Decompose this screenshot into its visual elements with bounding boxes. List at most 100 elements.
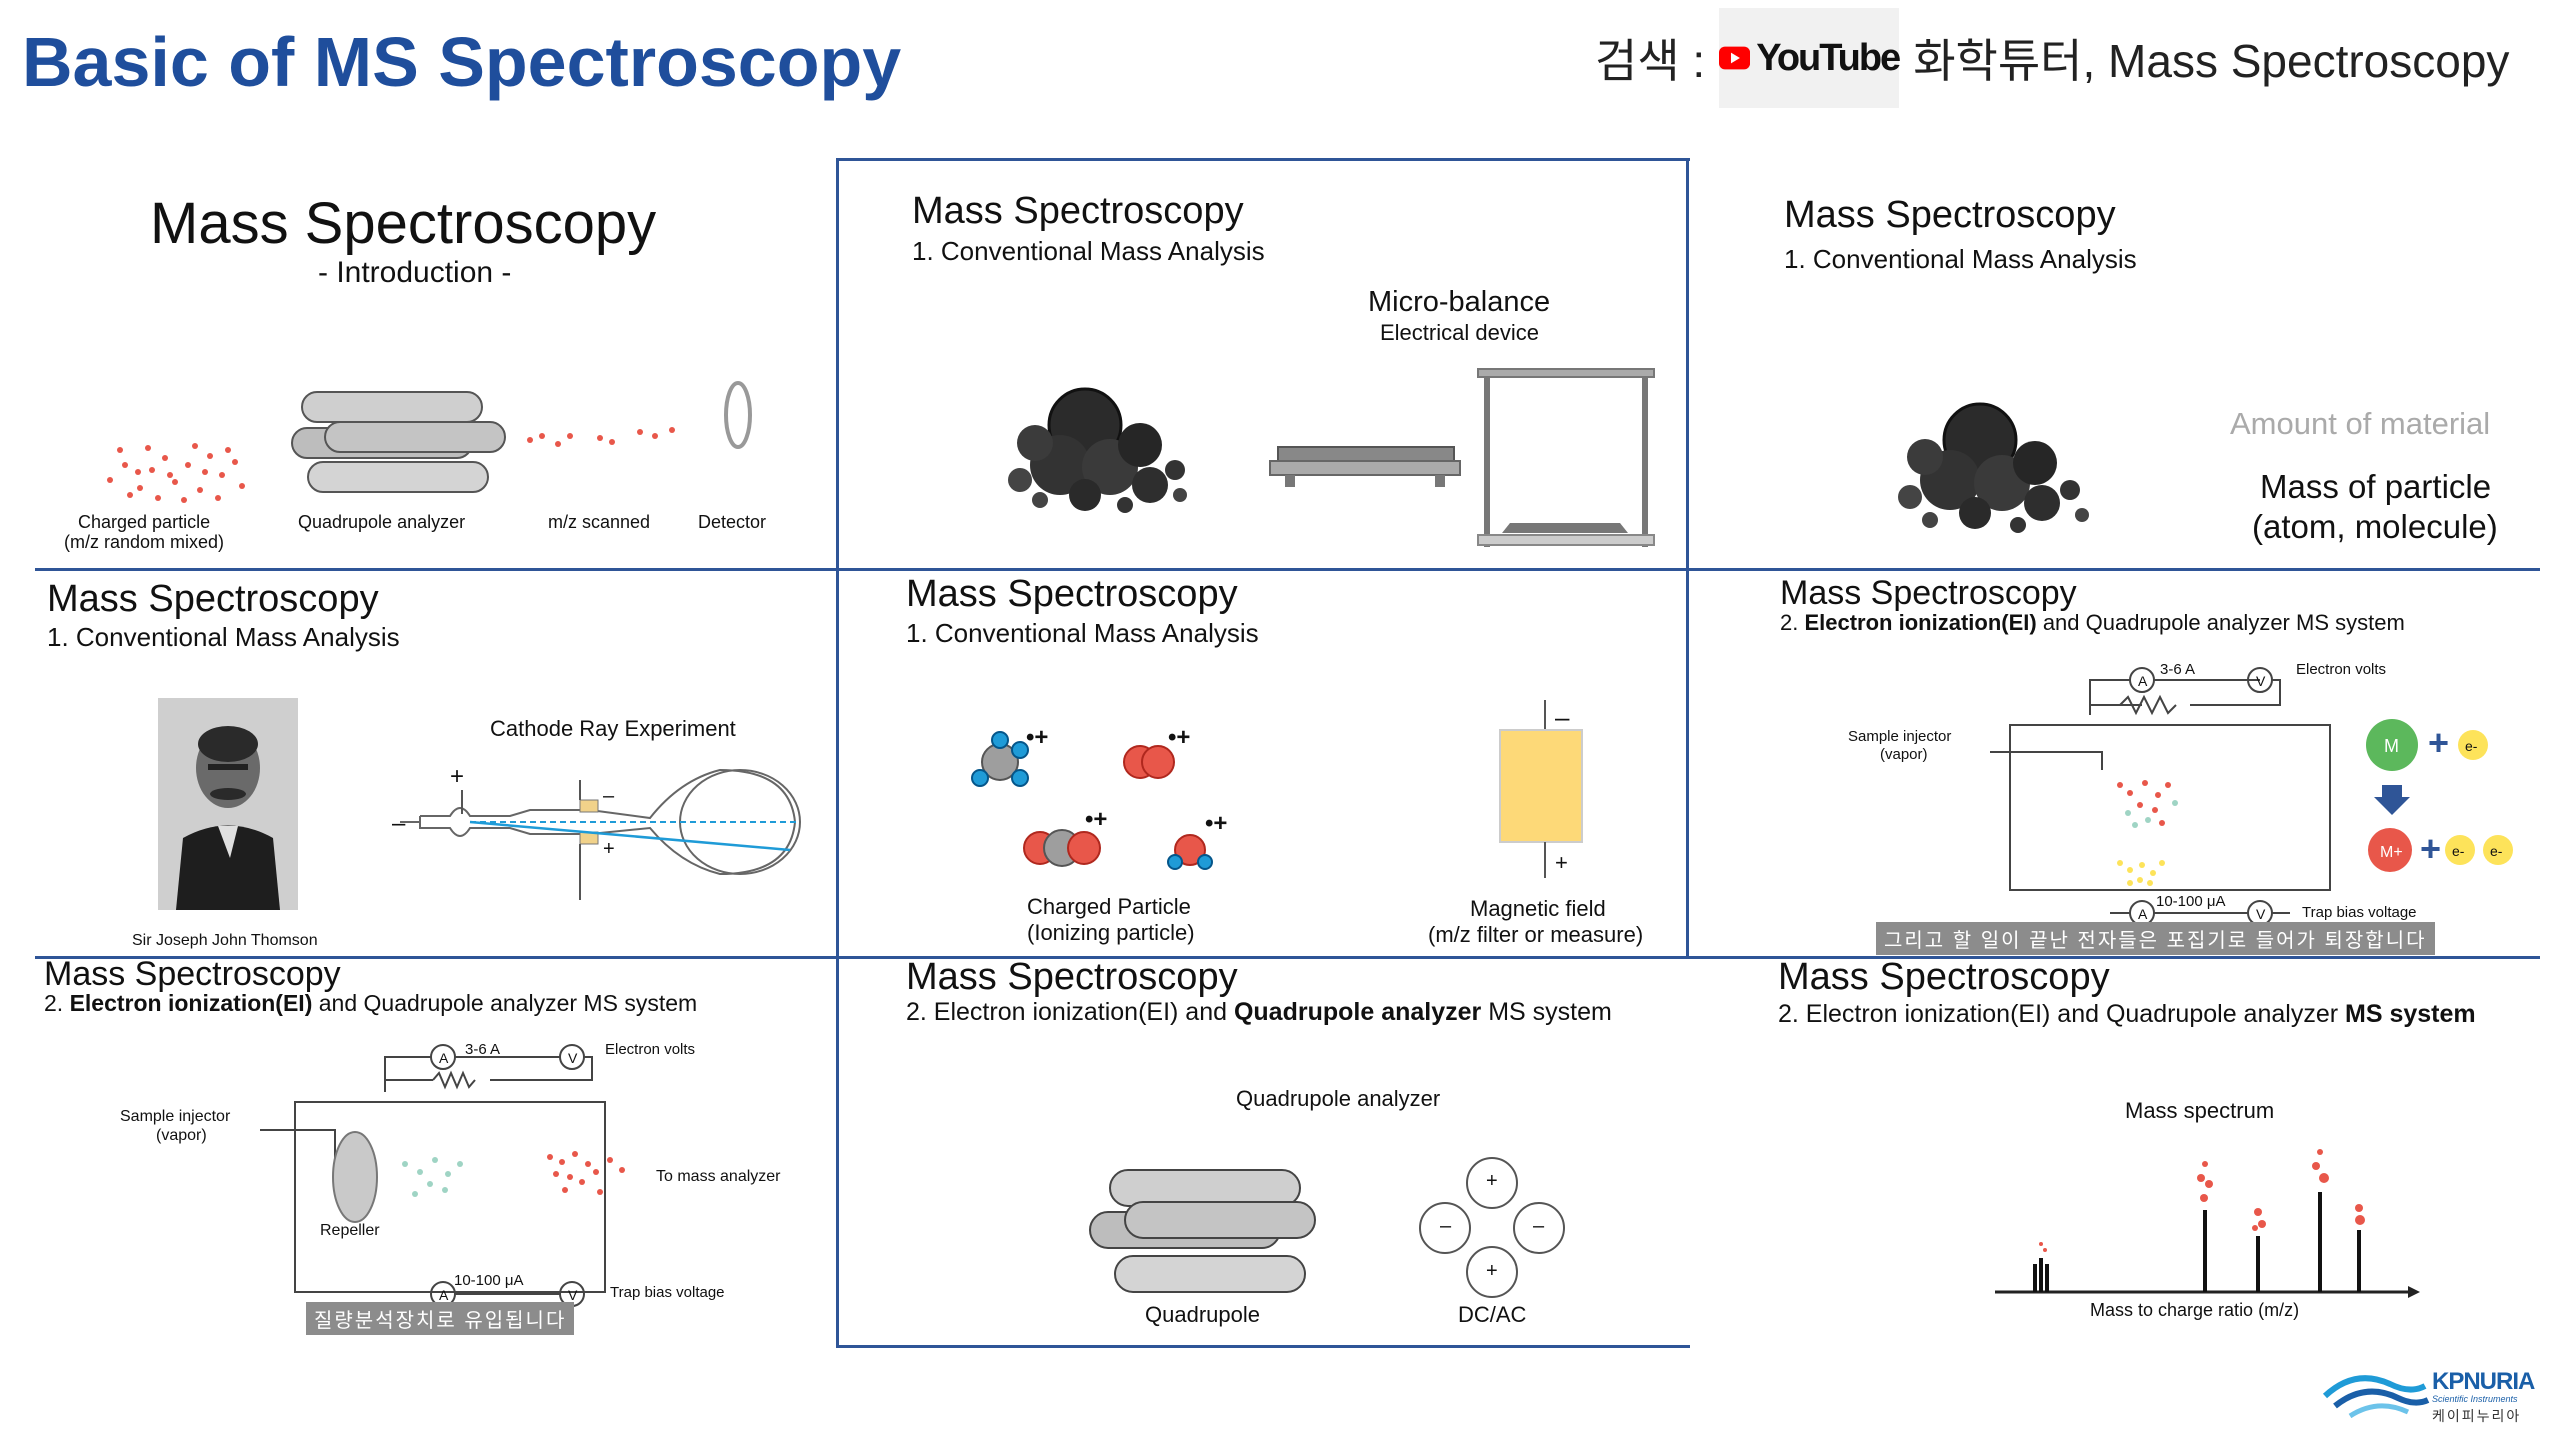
electron bbox=[2445, 835, 2475, 865]
svg-text:e-: e- bbox=[2465, 738, 2478, 754]
cathode-plus-label: + bbox=[450, 763, 465, 790]
divider-line bbox=[35, 568, 2540, 571]
label-microamp: 10-100 μA bbox=[2156, 893, 2226, 910]
plate-minus-label: – bbox=[603, 785, 615, 807]
divider-line bbox=[35, 956, 2540, 959]
divider-line bbox=[836, 1345, 1690, 1348]
magnet-minus-label: – bbox=[1555, 702, 1570, 732]
divider-line bbox=[836, 158, 839, 1348]
label-mass-of-particle: Mass of particle bbox=[2260, 468, 2492, 505]
label-micro-balance: Micro-balance bbox=[1368, 286, 1551, 318]
search-terms: 화학튜터, Mass Spectroscopy bbox=[1913, 35, 2510, 87]
kpnuria-wave-icon bbox=[2322, 1375, 2430, 1419]
molecule-4 bbox=[1167, 834, 1213, 870]
label-amp: 3-6 A bbox=[465, 1041, 501, 1058]
label-electron-volts: Electron volts bbox=[605, 1041, 696, 1058]
subtitle-prefix: 2. Electron ionization(EI) and Quadrupol… bbox=[1778, 1000, 2345, 1028]
logo-korean: 케이피누리아 bbox=[2432, 1408, 2522, 1424]
label-atom-molecule: (atom, molecule) bbox=[2252, 508, 2498, 545]
panel7-title: Mass Spectroscopy bbox=[44, 955, 341, 993]
thomson-portrait bbox=[158, 698, 298, 910]
molecule-3 bbox=[1023, 829, 1101, 867]
subtitle-bold: Electron ionization(EI) bbox=[69, 990, 313, 1016]
svg-text:e-: e- bbox=[2490, 843, 2503, 859]
electron bbox=[2483, 835, 2513, 865]
molecule-m bbox=[2366, 719, 2418, 771]
panel9-subtitle: 2. Electron ionization(EI) and Quadrupol… bbox=[1778, 1000, 2476, 1029]
svg-text:+: + bbox=[2428, 722, 2449, 763]
svg-text:V: V bbox=[568, 1287, 578, 1303]
label-repeller: Repeller bbox=[320, 1222, 380, 1239]
ion-mark-3: •+ bbox=[1085, 806, 1108, 833]
panel2-subtitle: 1. Conventional Mass Analysis bbox=[912, 236, 1265, 266]
ionization-cloud bbox=[2117, 780, 2178, 886]
label-mz-scanned: m/z scanned bbox=[548, 512, 651, 532]
subtitle-rest: and Quadrupole analyzer MS system bbox=[2036, 610, 2405, 635]
label-trap-bias: Trap bias voltage bbox=[2302, 904, 2417, 921]
rod-minus-left: – bbox=[1440, 1215, 1452, 1237]
divider-line bbox=[838, 158, 1690, 161]
micro-balance-enclosure bbox=[1477, 368, 1655, 547]
svg-text:V: V bbox=[2256, 906, 2266, 922]
subtitle-rest: MS system bbox=[1481, 998, 1612, 1026]
divider-line bbox=[1686, 158, 1689, 958]
label-trap-bias: Trap bias voltage bbox=[610, 1284, 725, 1301]
magnet-diagram bbox=[1499, 700, 1583, 878]
ion-mark-2: •+ bbox=[1168, 724, 1191, 751]
logo-tagline: Scientific Instruments bbox=[2432, 1394, 2518, 1404]
molecule-2 bbox=[1123, 745, 1175, 779]
svg-text:e-: e- bbox=[2452, 843, 2465, 859]
repeller-disk bbox=[332, 1131, 378, 1223]
cathode-minus-label: – bbox=[392, 810, 406, 837]
rock-pile bbox=[1008, 387, 1187, 513]
panel3-title: Mass Spectroscopy bbox=[1784, 194, 2116, 236]
ion-cloud bbox=[547, 1151, 625, 1195]
panel8-title: Mass Spectroscopy bbox=[906, 956, 1238, 998]
caption-subtitle: 질량분석장치로 유입됩니다 bbox=[306, 1302, 575, 1335]
svg-text:A: A bbox=[2138, 673, 2148, 689]
svg-text:M: M bbox=[2384, 736, 2399, 756]
youtube-wordmark: YouTube bbox=[1756, 36, 1901, 79]
scanned-particles bbox=[527, 427, 675, 447]
label-charged-particle: Charged Particle bbox=[1027, 894, 1191, 919]
label-cathode-ray: Cathode Ray Experiment bbox=[490, 716, 736, 741]
label-quadrupole-analyzer: Quadrupole analyzer bbox=[1236, 1086, 1441, 1111]
quadrupole-cross-section bbox=[1419, 1157, 1565, 1298]
label-mz-filter: (m/z filter or measure) bbox=[1428, 922, 1644, 947]
detector-shape bbox=[724, 381, 752, 449]
ei-chamber-diagram: A V A V bbox=[260, 1044, 625, 1307]
label-sample-injector: Sample injector bbox=[1848, 728, 1952, 745]
axis-arrow-icon bbox=[2408, 1286, 2420, 1298]
mass-spectrum-plot bbox=[1995, 1149, 2420, 1298]
subtitle-prefix: 2. bbox=[1780, 610, 1805, 635]
panel7-subtitle: 2. Electron ionization(EI) and Quadrupol… bbox=[44, 990, 697, 1017]
label-dc-ac: DC/AC bbox=[1458, 1302, 1527, 1327]
panel6-title: Mass Spectroscopy bbox=[1780, 574, 2077, 612]
molecule-m-plus bbox=[2368, 828, 2412, 872]
rock-pile-2 bbox=[1898, 402, 2089, 533]
svg-text:A: A bbox=[439, 1287, 449, 1303]
panel5-title: Mass Spectroscopy bbox=[906, 573, 1238, 615]
label-electron-volts: Electron volts bbox=[2296, 661, 2387, 678]
ionized-molecules bbox=[971, 731, 1213, 870]
svg-text:V: V bbox=[568, 1050, 578, 1066]
label-vapor: (vapor) bbox=[156, 1127, 207, 1144]
balance-diagram bbox=[1008, 368, 1655, 547]
charged-particles bbox=[107, 443, 245, 503]
quadrupole-rods bbox=[291, 391, 506, 493]
youtube-logo[interactable]: YouTube bbox=[1719, 8, 1901, 108]
rod-plus-top: + bbox=[1486, 1170, 1498, 1192]
electron bbox=[2458, 730, 2488, 760]
youtube-play-icon bbox=[1719, 46, 1751, 70]
subtitle-bold: Electron ionization(EI) bbox=[1804, 610, 2037, 635]
label-to-mass-analyzer: To mass analyzer bbox=[656, 1168, 781, 1185]
ion-mark-4: •+ bbox=[1205, 810, 1228, 837]
magnet-block bbox=[1499, 729, 1583, 843]
quadrupole-rods-3d bbox=[1089, 1169, 1316, 1293]
panel6-subtitle: 2. Electron ionization(EI) and Quadrupol… bbox=[1780, 610, 2405, 636]
subtitle-prefix: 2. bbox=[44, 990, 70, 1016]
panel2-title: Mass Spectroscopy bbox=[912, 190, 1244, 232]
caption-subtitle: 그리고 할 일이 끝난 전자들은 포집기로 들어가 퇴장합니다 bbox=[1876, 922, 2435, 955]
subtitle-rest: and Quadrupole analyzer MS system bbox=[312, 990, 698, 1016]
page-title: Basic of MS Spectroscopy bbox=[22, 23, 902, 101]
